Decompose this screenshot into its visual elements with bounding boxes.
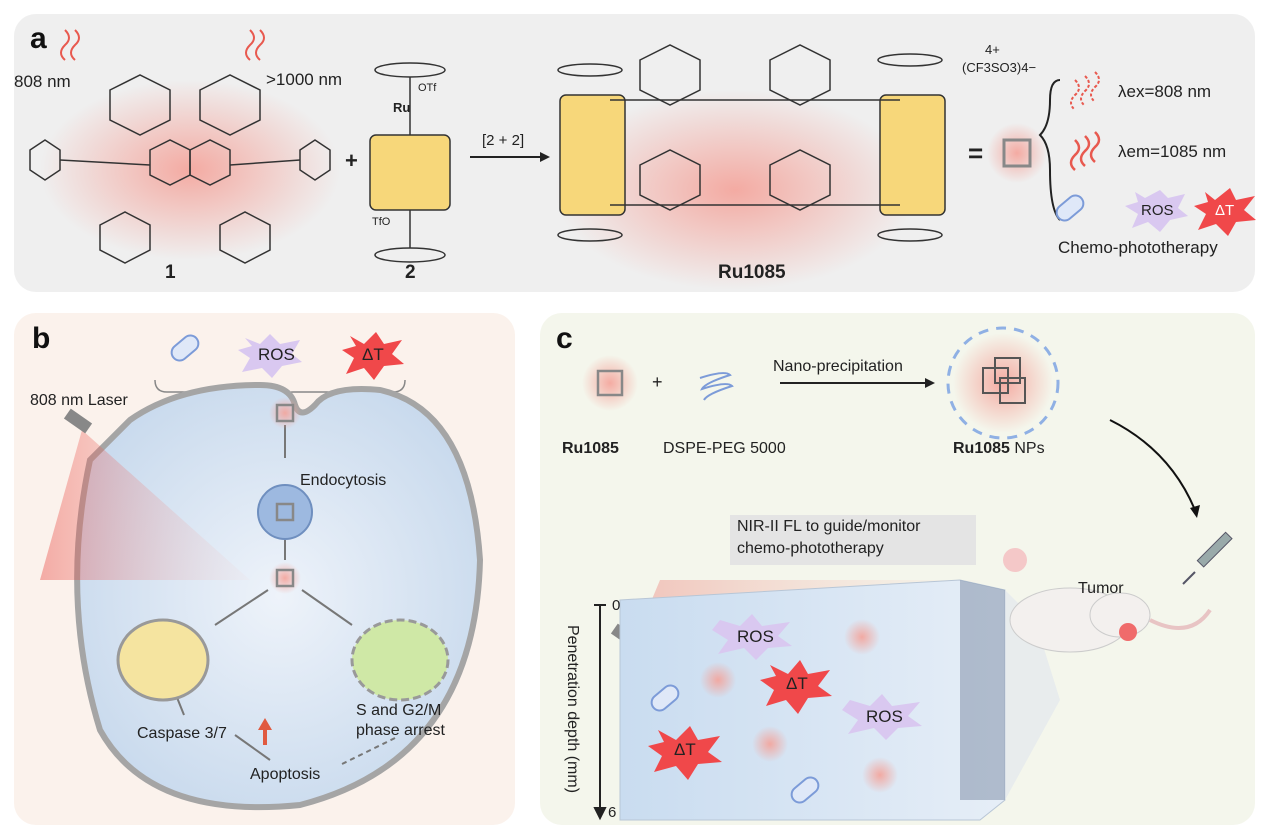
ros-burst-icon-b <box>238 334 302 378</box>
ros-burst-icon <box>1125 190 1188 232</box>
charge-label: 4+ <box>985 42 1000 57</box>
therapy-label: Chemo-phototherapy <box>1058 238 1218 257</box>
pill-icon-b <box>170 334 200 362</box>
cell <box>74 381 484 811</box>
polymer-label: DSPE-PEG 5000 <box>663 440 786 457</box>
nanoparticles-in-tissue <box>700 619 898 793</box>
ru-atom: Ru <box>393 100 411 115</box>
depth-axis-max: 6 <box>608 804 617 821</box>
delta-t-label-c1: ΔT <box>786 674 808 693</box>
np-label-bold: Ru1085 <box>953 440 1010 457</box>
caspase-label: Caspase 3/7 <box>137 725 227 742</box>
laser-beam-b <box>40 430 250 580</box>
pill-icon-c1 <box>650 684 680 712</box>
tfo-label: TfO <box>372 216 391 228</box>
ros-label-a: ROS <box>1141 202 1174 219</box>
counterion-label: (CF3SO3)4− <box>962 60 1037 75</box>
zoom-cone <box>1005 590 1060 800</box>
compound-label-c: Ru1085 <box>562 440 619 457</box>
lambda-ex: λex=808 nm <box>1118 82 1212 101</box>
product-label: Ru1085 <box>718 262 786 283</box>
depth-axis <box>593 604 607 821</box>
nanoparticle <box>946 326 1060 440</box>
heat-burst-icon <box>1194 188 1256 236</box>
up-arrow-icon <box>258 718 272 745</box>
panel-b-label: b <box>32 322 51 355</box>
mouse <box>1003 548 1212 653</box>
delta-t-label-b: ΔT <box>362 345 384 364</box>
depth-axis-label: Penetration depth (mm) <box>564 624 582 794</box>
heat-burst-icon-c1 <box>760 660 832 714</box>
laser-label-b: 808 nm Laser <box>30 392 128 409</box>
plus-c: + <box>652 372 663 392</box>
banner-line2: chemo-phototherapy <box>737 540 884 557</box>
arrest-label-line2: phase arrest <box>356 722 445 739</box>
equals-sign: = <box>968 138 984 168</box>
injection-arrow <box>1109 419 1196 511</box>
plus-a: + <box>345 148 358 173</box>
emission-label: >1000 nm <box>266 70 343 89</box>
delta-t-label-c2: ΔT <box>674 740 696 759</box>
pill-icon <box>1055 194 1085 222</box>
compound-1-label: 1 <box>165 262 176 283</box>
arrest-label-line1: S and G2/M <box>356 702 442 719</box>
square-symbols-b <box>269 397 301 594</box>
reaction-arrow <box>470 152 550 162</box>
ru1085-structure <box>555 44 946 290</box>
lambda-em: λem=1085 nm <box>1118 142 1227 161</box>
banner-line1: NIR-II FL to guide/monitor <box>737 518 921 535</box>
emission-wave-icon <box>1069 131 1101 171</box>
wave-icons-a <box>60 29 265 61</box>
panel-c-label: c <box>556 322 573 355</box>
banner <box>730 515 976 565</box>
ros-label-c1: ROS <box>737 627 774 646</box>
square-symbol-c <box>582 355 638 411</box>
endocytosis-label: Endocytosis <box>300 472 387 489</box>
ros-label-c2: ROS <box>866 707 903 726</box>
heat-burst-icon-b <box>342 332 404 380</box>
np-label: Ru1085 NPs <box>953 440 1045 458</box>
molecule-1 <box>29 74 340 264</box>
depth-axis-min: 0 <box>612 597 621 614</box>
brace <box>1038 79 1061 221</box>
laser-icon-b <box>63 408 93 434</box>
nucleus <box>350 618 450 702</box>
np-label-suffix: NPs <box>1009 440 1045 457</box>
syringe-icon <box>1182 531 1233 585</box>
molecule-2 <box>369 62 451 263</box>
ros-burst-icon-c2 <box>842 694 922 740</box>
ros-burst-icon-c1 <box>712 614 792 660</box>
reaction-label: [2 + 2] <box>482 132 525 149</box>
excitation-wave-icon <box>1070 71 1100 111</box>
endosome <box>257 484 313 540</box>
tumor-label: Tumor <box>1078 580 1124 597</box>
delta-t-label-a: ΔT <box>1215 202 1235 219</box>
excitation-label: 808 nm <box>14 72 71 91</box>
panel-a-label: a <box>30 22 47 55</box>
pill-icon-c2 <box>790 776 820 804</box>
apoptosis-label: Apoptosis <box>250 766 321 783</box>
otf-label: OTf <box>418 82 437 94</box>
process-arrow <box>780 378 935 388</box>
dspe-peg-icon <box>699 372 734 401</box>
heat-burst-icon-c2 <box>648 726 722 780</box>
mitochondrion <box>116 618 210 702</box>
square-symbol-a <box>987 123 1047 183</box>
process-label: Nano-precipitation <box>773 358 903 375</box>
compound-2-label: 2 <box>405 262 416 283</box>
ros-label-b: ROS <box>258 345 295 364</box>
